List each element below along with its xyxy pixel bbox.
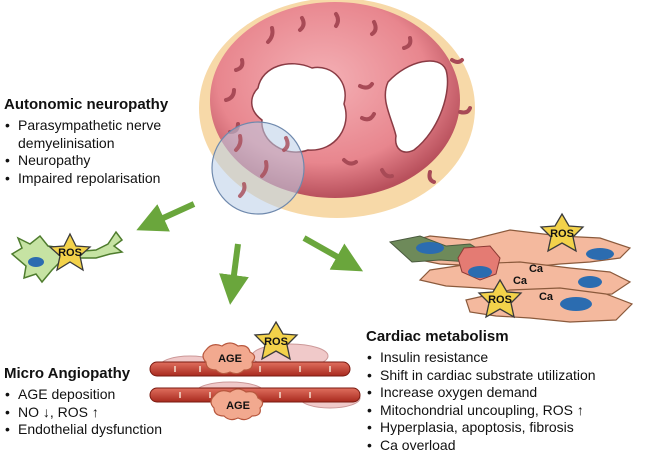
age-label-upper: AGE [218, 353, 242, 365]
micro-angiopathy-title: Micro Angiopathy [4, 365, 131, 382]
arrow-to-cardiomyocytes [302, 235, 364, 272]
list-item: Neuropathy [4, 152, 234, 170]
ros-label-neuron: ROS [58, 247, 82, 259]
list-item: AGE deposition [4, 386, 214, 404]
list-item: Increase oxygen demand [366, 384, 648, 402]
nucleus-1 [416, 242, 444, 254]
heart-cross-section [199, 0, 475, 218]
age-blob-upper [202, 342, 256, 375]
right-ventricle-cavity [384, 60, 449, 153]
list-item: NO ↓, ROS ↑ [4, 404, 214, 422]
ros-star-neuron [48, 232, 92, 272]
list-item: Mitochondrial uncoupling, ROS ↑ [366, 402, 648, 420]
arrows [136, 201, 364, 305]
ca-label-1: Ca [529, 263, 544, 275]
micro-angiopathy-list: AGE deposition NO ↓, ROS ↑ Endothelial d… [4, 386, 214, 439]
muscle-fibers [224, 12, 472, 184]
ros-label-vessel: ROS [264, 336, 288, 348]
nucleus-2 [586, 248, 614, 260]
ros-star-cell-lower [477, 278, 523, 319]
neuron-illustration: ROS [10, 230, 124, 284]
cardiomyocyte-illustration: ROS ROS Ca Ca Ca [388, 212, 634, 323]
cardiac-metabolism-panel: Cardiac metabolism Insulin resistance Sh… [366, 327, 648, 454]
arrow-to-nerve [136, 201, 196, 232]
cardiac-metabolism-list: Insulin resistance Shift in cardiac subs… [366, 349, 648, 454]
ros-star-vessel [253, 320, 299, 361]
list-item: Endothelial dysfunction [4, 421, 214, 439]
list-item: Hyperplasia, apoptosis, fibrosis [366, 419, 648, 437]
autonomic-neuropathy-list: Parasympathetic nerve demyelinisation Ne… [4, 117, 234, 187]
age-label-lower: AGE [226, 400, 250, 412]
list-item: Shift in cardiac substrate utilization [366, 367, 648, 385]
ros-label-cell-upper: ROS [550, 228, 574, 240]
nucleus-3 [468, 266, 492, 278]
cardiac-metabolism-title: Cardiac metabolism [366, 328, 509, 345]
arrow-to-vessels [219, 243, 249, 305]
ros-label-cell-lower: ROS [488, 294, 512, 306]
ca-label-3: Ca [539, 291, 554, 303]
list-item: Impaired repolarisation [4, 170, 234, 188]
micro-angiopathy-panel: Micro Angiopathy AGE deposition NO ↓, RO… [4, 364, 214, 439]
ca-label-2: Ca [513, 275, 528, 287]
list-item: Insulin resistance [366, 349, 648, 367]
list-item: Ca overload [366, 437, 648, 454]
neuron-nucleus [28, 257, 44, 267]
list-item: Parasympathetic nerve demyelinisation [4, 117, 234, 152]
autonomic-neuropathy-title: Autonomic neuropathy [4, 96, 169, 113]
magnified-fibers [234, 134, 290, 198]
age-blob-lower [210, 388, 264, 421]
nucleus-5 [560, 297, 592, 311]
ros-star-cell-upper [539, 212, 585, 253]
nucleus-4 [578, 276, 602, 288]
autonomic-neuropathy-panel: Autonomic neuropathy Parasympathetic ner… [4, 95, 234, 187]
